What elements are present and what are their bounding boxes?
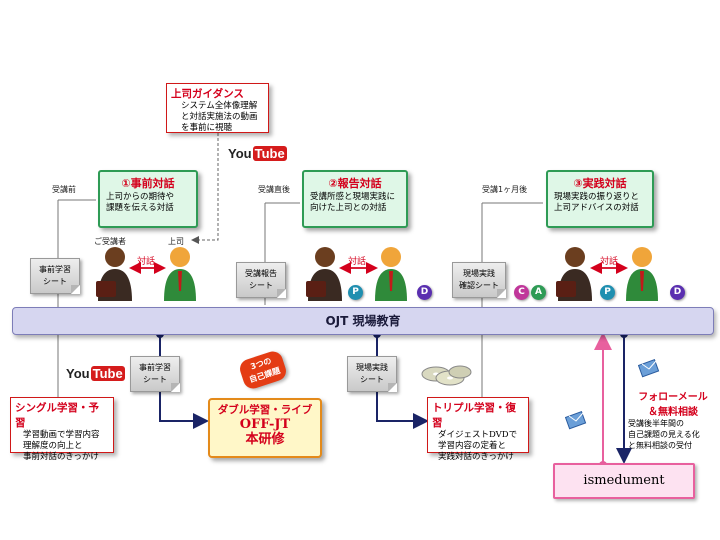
- sheet-field-check-top: 現場実践確認シート: [452, 262, 506, 298]
- trainee-label: ご受講者: [94, 237, 126, 246]
- phase-title-1: ①事前対話: [121, 177, 175, 190]
- ismedument-box: ismedument: [553, 463, 695, 499]
- phase-title-2: ②報告対話: [328, 177, 382, 190]
- guidance-dashed-line: [191, 133, 219, 244]
- dvd-disc-icon: [421, 365, 472, 386]
- boss-label: 上司: [168, 237, 184, 246]
- single-desc: 学習動画で学習内容理解度の向上と事前対話のきっかけ: [23, 430, 100, 462]
- phase-desc-2: 受講所感と現場実践に向けた上司との対話: [310, 192, 396, 213]
- badge-p-1: P: [348, 285, 363, 300]
- guidance-title: 上司ガイダンス: [171, 88, 244, 100]
- sheet-pre-study-top: 事前学習シート: [30, 258, 80, 294]
- triple-desc: ダイジェストDVDで学習内容の定着と実践対話のきっかけ: [438, 430, 518, 462]
- sheet-pre-study-bottom: 事前学習シート: [130, 356, 180, 392]
- boss-figure-3: [626, 247, 658, 301]
- double-title: ダブル学習・ライブ: [217, 404, 313, 416]
- phase-title-3: ③実践対話: [573, 177, 627, 190]
- taiwa-label-3: 対話: [600, 257, 619, 267]
- boss-figure-2: [375, 247, 407, 301]
- trainee-figure-1: [96, 247, 132, 301]
- follow-desc: 受講後半年間の自己課題の見える化と無料相談の受付: [628, 419, 700, 450]
- trainee-figure-2: [306, 247, 342, 301]
- sheet-report-top: 受講報告シート: [236, 262, 286, 298]
- badge-c: C: [514, 285, 529, 300]
- phase-desc-1: 上司からの期待や課題を伝える対話: [106, 192, 175, 213]
- phase-box-2: ②報告対話 受講所感と現場実践に向けた上司との対話: [302, 170, 408, 228]
- badge-d-1: D: [417, 285, 432, 300]
- single-learning-box: シングル学習・予習 学習動画で学習内容理解度の向上と事前対話のきっかけ: [10, 397, 114, 462]
- boss-figure-1: [164, 247, 196, 301]
- mail-icon-1: [565, 410, 587, 430]
- follow-title-2: ＆無料相談: [648, 407, 698, 418]
- badge-a: A: [531, 285, 546, 300]
- phase-box-1: ①事前対話 上司からの期待や課題を伝える対話: [98, 170, 198, 228]
- single-title: シングル学習・予習: [15, 402, 99, 429]
- badge-d-2: D: [670, 285, 685, 300]
- trainee-figure-3: [556, 247, 592, 301]
- timing-label-1: 受講前: [52, 185, 76, 194]
- phase-desc-3: 現場実践の振り返りと上司アドバイスの対話: [554, 192, 640, 213]
- guidance-desc: システム全体像理解 と対話実施法の動画 を事前に視聴: [181, 101, 258, 133]
- follow-title-1: フォローメール: [638, 392, 708, 403]
- triple-title: トリプル学習・復習: [432, 402, 516, 429]
- follow-mail-block: フォローメール ＆無料相談 受講後半年間の自己課題の見える化と無料相談の受付: [628, 388, 716, 451]
- ojt-bar: OJT 現場教育: [12, 307, 714, 335]
- sheet-field-practice-bottom: 現場実践シート: [347, 356, 397, 392]
- timing-label-3: 受講1ヶ月後: [482, 185, 528, 194]
- guidance-box: 上司ガイダンス システム全体像理解 と対話実施法の動画 を事前に視聴: [166, 83, 269, 133]
- taiwa-label-2: 対話: [348, 257, 367, 267]
- triple-learning-box: トリプル学習・復習 ダイジェストDVDで学習内容の定着と実践対話のきっかけ: [427, 397, 529, 462]
- phase-box-3: ③実践対話 現場実践の振り返りと上司アドバイスの対話: [546, 170, 654, 228]
- taiwa-label-1: 対話: [137, 257, 156, 267]
- badge-p-2: P: [600, 285, 615, 300]
- mail-icon-2: [638, 358, 660, 378]
- timing-label-2: 受講直後: [258, 185, 290, 194]
